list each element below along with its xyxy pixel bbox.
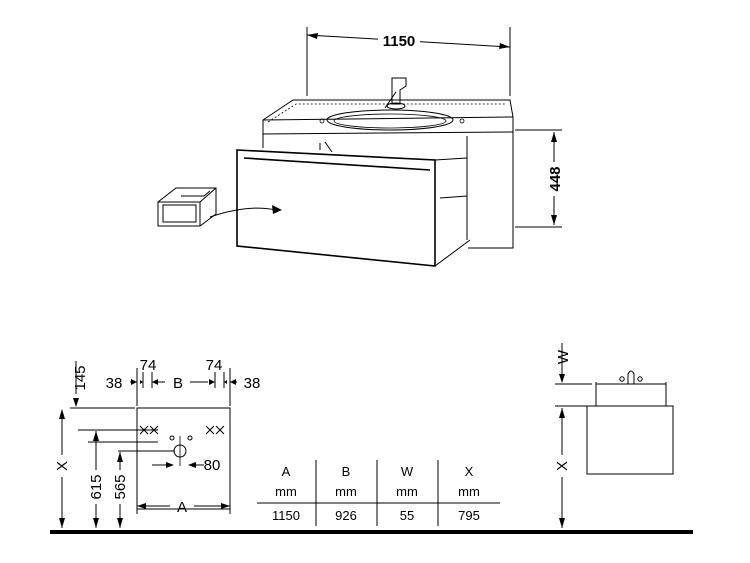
dim-X-plan: X bbox=[54, 461, 71, 471]
dim-38-right: 38 bbox=[244, 375, 261, 392]
rotate-arrow-icon bbox=[209, 205, 282, 218]
drain-icon bbox=[169, 435, 193, 466]
dim-80: 80 bbox=[204, 457, 221, 474]
dimension-table: A B W X mm mm mm mm 1150 926 55 795 bbox=[257, 460, 500, 526]
installation-plan-view: 145 74 74 38 38 B bbox=[54, 357, 260, 528]
table-header-B: B bbox=[342, 464, 351, 479]
side-view: W X bbox=[554, 343, 674, 528]
height-dimension: 448 bbox=[515, 129, 564, 228]
table-header-X: X bbox=[465, 464, 474, 479]
table-value-A: 1150 bbox=[272, 508, 300, 523]
faucet-side-icon bbox=[619, 370, 643, 384]
table-unit-A: mm bbox=[275, 484, 297, 499]
table-unit-W: mm bbox=[396, 484, 418, 499]
dim-74-left: 74 bbox=[140, 357, 157, 374]
width-dimension: 1150 bbox=[306, 27, 511, 96]
dim-W: W bbox=[555, 349, 572, 364]
height-label: 448 bbox=[547, 166, 564, 191]
dim-X-side: X bbox=[554, 461, 571, 471]
dim-74-right: 74 bbox=[206, 357, 223, 374]
drawer-front bbox=[236, 149, 436, 267]
dim-38-left: 38 bbox=[106, 375, 123, 392]
table-value-B: 926 bbox=[335, 508, 357, 523]
dim-A: A bbox=[177, 499, 187, 516]
table-header-A: A bbox=[282, 464, 291, 479]
faucet-icon bbox=[384, 77, 407, 110]
table-value-W: 55 bbox=[400, 508, 414, 523]
dim-565: 565 bbox=[112, 474, 129, 499]
width-label: 1150 bbox=[383, 33, 416, 50]
table-unit-X: mm bbox=[458, 484, 480, 499]
dim-615: 615 bbox=[88, 474, 105, 499]
mounting-marks bbox=[78, 425, 225, 452]
vanity-3d-view: 1150 448 bbox=[157, 27, 564, 267]
dim-B: B bbox=[173, 375, 183, 392]
basin-bowl bbox=[326, 109, 454, 131]
drawer-insert bbox=[157, 187, 217, 227]
table-header-W: W bbox=[401, 464, 414, 479]
table-unit-B: mm bbox=[335, 484, 357, 499]
table-value-X: 795 bbox=[458, 508, 480, 523]
dim-145: 145 bbox=[72, 365, 89, 390]
floor-line bbox=[50, 530, 693, 534]
